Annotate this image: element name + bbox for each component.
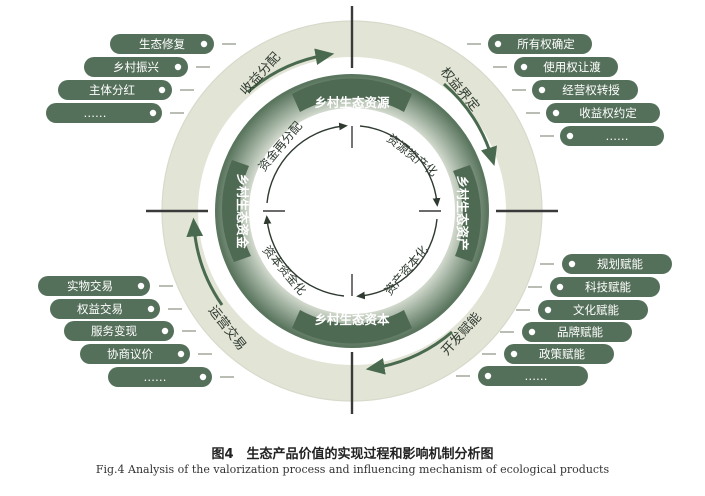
pill-service-monetization[interactable]: 服务变现: [64, 321, 174, 341]
pill-more-bottom-right[interactable]: ……: [478, 366, 588, 386]
svg-text:品牌赋能: 品牌赋能: [557, 325, 603, 339]
pill-culture-empowerment[interactable]: 文化赋能: [538, 300, 648, 320]
inner-arrows: [263, 122, 441, 300]
pill-planning-empowerment[interactable]: 规划赋能: [562, 254, 672, 274]
svg-text:乡村生态资产: 乡村生态资产: [455, 175, 470, 250]
inner-core: [250, 109, 454, 313]
svg-text:科技赋能: 科技赋能: [585, 280, 631, 294]
svg-text:乡村振兴: 乡村振兴: [113, 60, 159, 74]
svg-text:政策赋能: 政策赋能: [539, 347, 585, 361]
svg-text:所有权确定: 所有权确定: [517, 37, 575, 51]
svg-text:……: ……: [606, 129, 629, 143]
pill-physical-trade[interactable]: 实物交易: [38, 276, 150, 296]
svg-text:乡村生态资金: 乡村生态资金: [235, 173, 250, 249]
outer-arrow-bl: [186, 217, 224, 306]
pill-rural-revitalization[interactable]: 乡村振兴: [84, 57, 188, 77]
pills-top-left: 生态修复 乡村振兴 主体分红 ……: [46, 34, 214, 123]
pill-income-right-agreement[interactable]: 收益权约定: [546, 103, 660, 123]
outer-arrow-tl: [247, 48, 335, 94]
svg-text:收益权约定: 收益权约定: [579, 106, 637, 120]
pills-top-right: 所有权确定 使用权让渡 经营权转授 收益权约定 ……: [488, 34, 664, 146]
svg-text:生态修复: 生态修复: [139, 37, 185, 51]
svg-text:……: ……: [84, 106, 107, 120]
pill-rights-trade[interactable]: 权益交易: [50, 299, 160, 319]
svg-text:规划赋能: 规划赋能: [597, 257, 643, 271]
svg-text:服务变现: 服务变现: [91, 324, 137, 338]
band-dark-bottom: [292, 310, 412, 344]
band-labels: 乡村生态资源 乡村生态资本 乡村生态资产 乡村生态资金: [235, 95, 470, 327]
figure-caption-en: Fig.4 Analysis of the valorization proce…: [95, 463, 610, 476]
pill-more-bottom-left[interactable]: ……: [108, 367, 212, 387]
svg-text:……: ……: [144, 370, 167, 384]
pills-bottom-left: 实物交易 权益交易 服务变现 协商议价 ……: [38, 276, 212, 387]
inner-arrow-tl: [266, 122, 348, 204]
inner-arrow-br: [356, 218, 438, 300]
connectors: [159, 43, 554, 378]
svg-text:使用权让渡: 使用权让渡: [543, 60, 601, 74]
band-dark-shapes: [222, 78, 481, 344]
svg-text:经营权转授: 经营权转授: [562, 83, 620, 97]
pill-technology-empowerment[interactable]: 科技赋能: [550, 277, 660, 297]
figure-caption-cn: 图4 生态产品价值的实现过程和影响机制分析图: [211, 447, 494, 462]
svg-text:……: ……: [525, 369, 548, 383]
pill-operation-right-grant[interactable]: 经营权转授: [532, 80, 638, 100]
band-top: 乡村生态资源: [314, 95, 390, 110]
band-dark-top: [292, 78, 412, 112]
band-dark-left: [222, 160, 251, 262]
pill-use-right-transfer[interactable]: 使用权让渡: [514, 57, 618, 77]
svg-text:协商议价: 协商议价: [107, 347, 153, 361]
svg-text:主体分红: 主体分红: [89, 83, 135, 97]
pill-ownership-confirmation[interactable]: 所有权确定: [488, 34, 592, 54]
pill-policy-empowerment[interactable]: 政策赋能: [504, 344, 614, 364]
inner-arrow-tr: [359, 125, 441, 207]
outer-arrows: [186, 48, 498, 375]
svg-text:文化赋能: 文化赋能: [573, 303, 619, 317]
cross-axes: [146, 6, 558, 414]
svg-text:权益交易: 权益交易: [77, 302, 123, 316]
svg-text:实物交易: 实物交易: [67, 279, 113, 293]
pill-ecological-restoration[interactable]: 生态修复: [110, 34, 214, 54]
pill-more-top-left[interactable]: ……: [46, 103, 162, 123]
band-bottom: 乡村生态资本: [314, 312, 390, 327]
band-right: 乡村生态资产: [455, 175, 470, 250]
band-dark-right: [453, 165, 481, 262]
pill-negotiated-pricing[interactable]: 协商议价: [80, 344, 190, 364]
pill-more-top-right[interactable]: ……: [560, 126, 664, 146]
outer-arrow-tr: [443, 82, 498, 167]
pill-subject-dividend[interactable]: 主体分红: [58, 80, 172, 100]
band-left: 乡村生态资金: [235, 173, 250, 249]
pills-bottom-right: 规划赋能 科技赋能 文化赋能 品牌赋能 政策赋能 ……: [478, 254, 672, 386]
pill-brand-empowerment[interactable]: 品牌赋能: [522, 322, 632, 342]
outer-arrow-br: [365, 330, 453, 375]
inner-arrow-bl: [263, 215, 345, 297]
valorization-diagram: 收益分配 权益界定 开发赋能 运营交易 乡村生态资源 乡村生态资本 乡村生态资产…: [38, 6, 672, 414]
